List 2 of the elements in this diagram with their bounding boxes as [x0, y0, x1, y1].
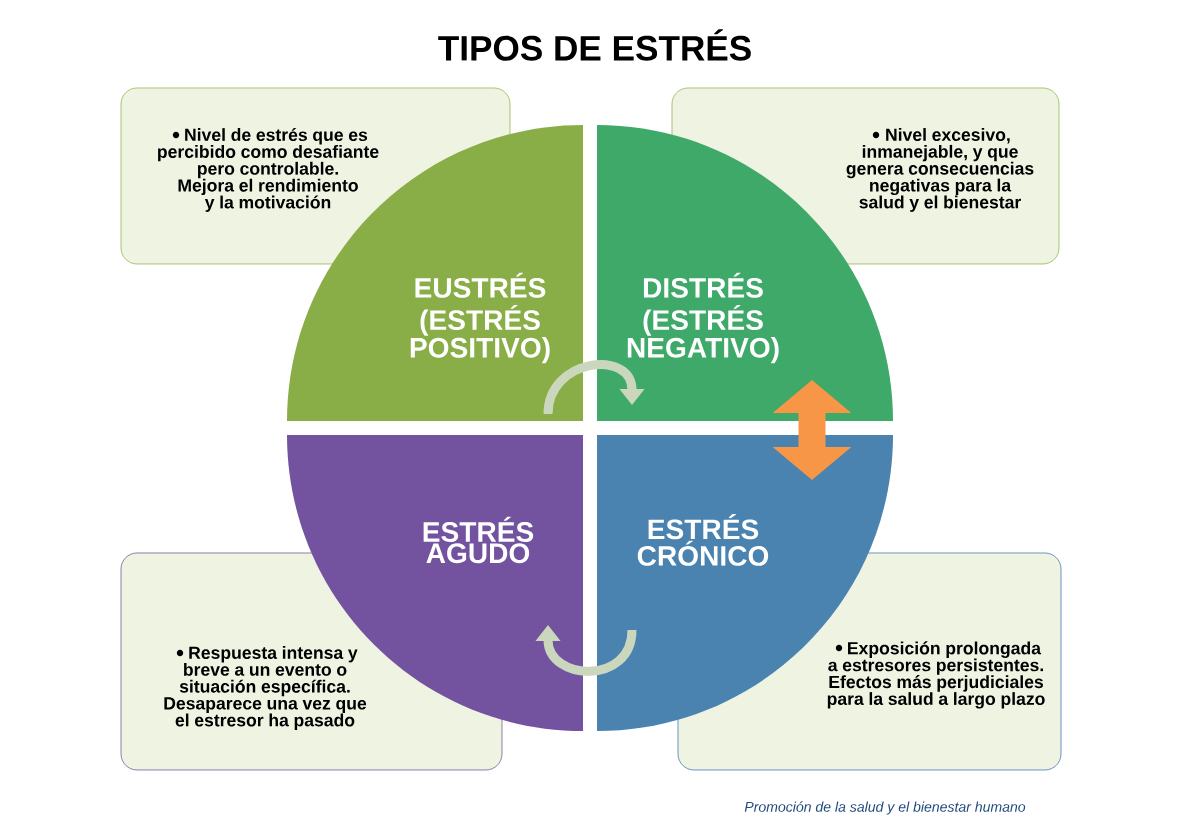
title: TIPOS DE ESTRÉS [438, 29, 751, 61]
tagline: Promoción de la salud y el bienestar humano [744, 801, 1026, 815]
